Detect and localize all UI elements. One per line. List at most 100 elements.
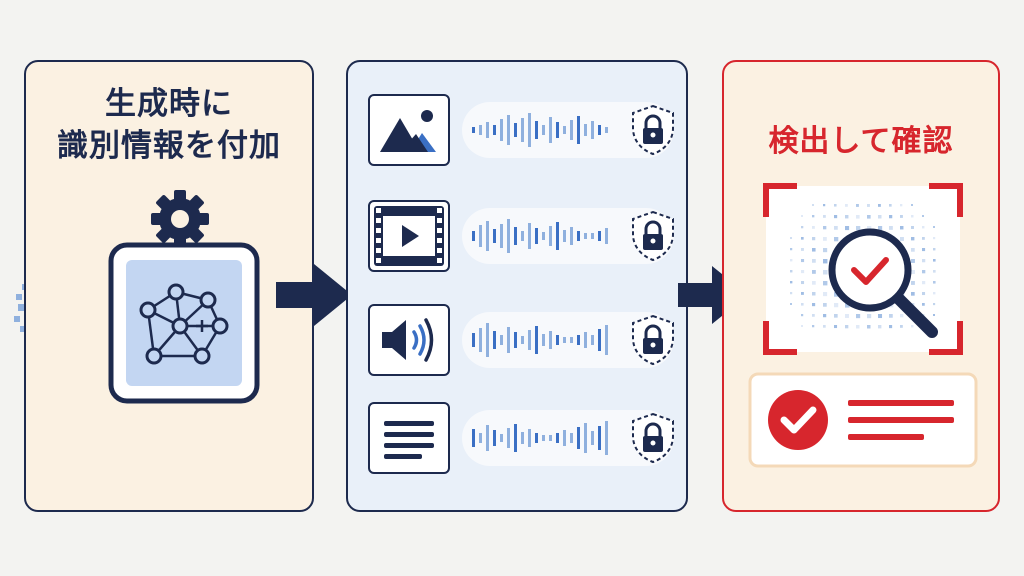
wave-bar xyxy=(584,233,587,239)
media-icon-box xyxy=(368,94,450,166)
wave-bar xyxy=(507,115,510,145)
scan-dot xyxy=(911,215,914,218)
scan-dot xyxy=(878,204,881,207)
wave-bar xyxy=(472,429,475,447)
scan-dot xyxy=(889,215,893,219)
wave-bar xyxy=(535,433,538,443)
scan-dot xyxy=(801,237,804,240)
wave-bar xyxy=(500,224,503,248)
scan-dot xyxy=(911,204,913,206)
scan-dot xyxy=(922,292,926,296)
wave-bar xyxy=(472,127,475,133)
scan-dot xyxy=(845,325,849,329)
scan-dot xyxy=(889,314,893,318)
wave-bar xyxy=(549,435,552,441)
wave-bar xyxy=(563,337,566,343)
scan-dot xyxy=(812,270,816,274)
wave-bar xyxy=(493,331,496,349)
detect-panel: 検出して確認 xyxy=(722,60,1000,512)
scan-dot xyxy=(823,292,828,297)
wave-bar xyxy=(521,118,524,142)
scan-dot xyxy=(911,226,914,229)
wave-bar xyxy=(577,335,580,345)
scan-dot xyxy=(889,226,893,230)
scan-dot xyxy=(922,259,926,263)
scan-dot xyxy=(933,303,936,306)
wave-bar xyxy=(542,334,545,346)
scan-dot xyxy=(790,259,793,262)
scan-dot xyxy=(834,204,837,207)
scan-dot xyxy=(845,215,849,219)
wave-bar xyxy=(598,125,601,135)
scan-dot xyxy=(834,215,838,219)
scan-dot xyxy=(878,226,883,231)
scan-dot xyxy=(823,270,828,275)
wave-bar xyxy=(479,328,482,352)
scan-dot xyxy=(900,237,904,241)
scan-dot xyxy=(801,325,803,327)
scan-dot xyxy=(856,325,860,329)
wave-bar xyxy=(563,230,566,242)
scan-dot xyxy=(933,281,936,284)
scan-dot xyxy=(933,314,935,316)
scan-dot xyxy=(823,281,828,286)
scan-dot xyxy=(790,281,793,284)
scan-dot xyxy=(889,325,893,329)
wave-bar xyxy=(556,222,559,250)
scan-dot xyxy=(823,259,828,264)
wave-bar xyxy=(605,228,608,244)
scan-dot xyxy=(867,325,871,329)
scan-dot xyxy=(823,325,826,328)
media-icon-box xyxy=(368,402,450,474)
scan-dot xyxy=(933,292,936,295)
scan-dot xyxy=(834,237,839,242)
wave-bar xyxy=(486,323,489,357)
scan-dot xyxy=(801,270,805,274)
scan-dot xyxy=(823,248,828,253)
scan-dot xyxy=(911,248,915,252)
scan-dot xyxy=(801,303,804,306)
scan-dot xyxy=(812,226,815,229)
lock-shield-icon xyxy=(632,412,674,464)
scan-dot xyxy=(801,226,804,229)
scan-dot xyxy=(933,259,936,262)
scan-dot xyxy=(812,259,816,263)
scan-dot xyxy=(834,226,838,230)
wave-bar xyxy=(507,219,510,253)
wave-bar xyxy=(591,431,594,445)
scan-dot xyxy=(922,248,926,252)
scan-dot xyxy=(790,248,793,251)
speaker-icon xyxy=(382,318,434,362)
video-icon xyxy=(374,206,444,266)
wave-bar xyxy=(591,121,594,139)
wave-bar xyxy=(535,326,538,354)
scan-dot xyxy=(790,270,793,273)
lock-shield-icon xyxy=(632,314,674,366)
scan-dot xyxy=(922,215,925,218)
scan-dot xyxy=(911,259,915,263)
media-row-video xyxy=(368,200,674,272)
media-icon-box xyxy=(368,304,450,376)
wave-bar xyxy=(577,231,580,241)
wave-bar xyxy=(472,231,475,241)
scan-dot xyxy=(812,292,816,296)
wave-bar xyxy=(584,423,587,453)
wave-bar xyxy=(535,121,538,139)
scan-dot xyxy=(911,292,915,296)
wave-bar xyxy=(577,427,580,449)
wave-bar xyxy=(605,421,608,455)
wave-bar xyxy=(514,227,517,245)
wave-bar xyxy=(570,337,573,343)
scan-dot xyxy=(812,204,814,206)
wave-bar xyxy=(605,325,608,355)
scan-dot xyxy=(922,281,926,285)
wave-bar xyxy=(598,329,601,351)
scan-dot xyxy=(812,303,816,307)
wave-bar xyxy=(556,122,559,138)
wave-bar xyxy=(486,425,489,451)
wave-bar xyxy=(556,335,559,345)
wave-bar xyxy=(549,226,552,246)
scan-dot xyxy=(922,303,925,306)
scan-dot xyxy=(801,215,803,217)
media-row-image xyxy=(368,94,674,166)
